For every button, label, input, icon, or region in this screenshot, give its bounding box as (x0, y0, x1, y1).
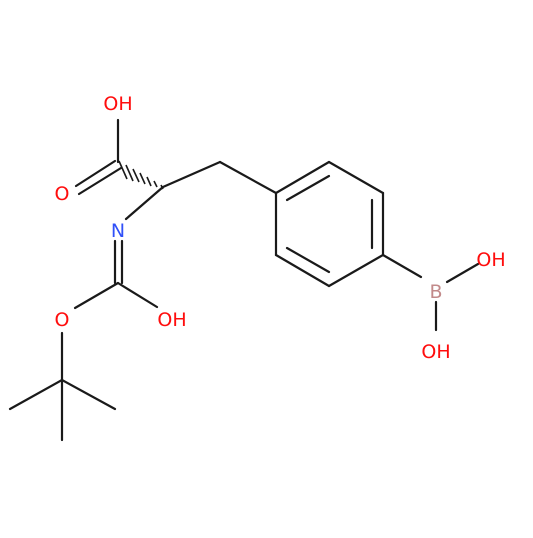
bond-c-o-double-b (77, 166, 123, 196)
atom-label-oh-acid: OH (103, 93, 132, 115)
ring-bond-5 (274, 253, 331, 288)
bond-ring-b (381, 253, 423, 279)
atom-label-n: N (111, 220, 125, 242)
bond-c-oh-carbamate (116, 281, 159, 309)
ring-bond-4 (327, 253, 385, 288)
bond-ch2-ring (218, 160, 278, 195)
atom-label-b: B (429, 281, 442, 303)
bond-b-oh1 (445, 262, 480, 284)
bond-cq-me2 (60, 378, 117, 411)
ring-inner-3 (285, 246, 331, 274)
atom-label-oh-boron-1: OH (476, 249, 505, 271)
bond-cq-me1 (8, 378, 64, 411)
bond-c-o-ester (73, 281, 120, 310)
ring-bond-2 (327, 160, 385, 195)
bond-ca-n (124, 185, 165, 221)
ring-inner-1 (285, 174, 331, 202)
ring-bond-1 (274, 160, 331, 195)
bond-c-o-double-a (74, 159, 117, 188)
atom-label-oh-boron-2: OH (421, 341, 450, 363)
atom-label-o-carbonyl: O (55, 183, 70, 205)
stereo-hash-wedge (118, 160, 164, 190)
bond-ca-ch2 (161, 160, 222, 189)
atom-label-o-ester: O (55, 309, 70, 331)
atom-label-oh-carbamate: OH (157, 309, 186, 331)
